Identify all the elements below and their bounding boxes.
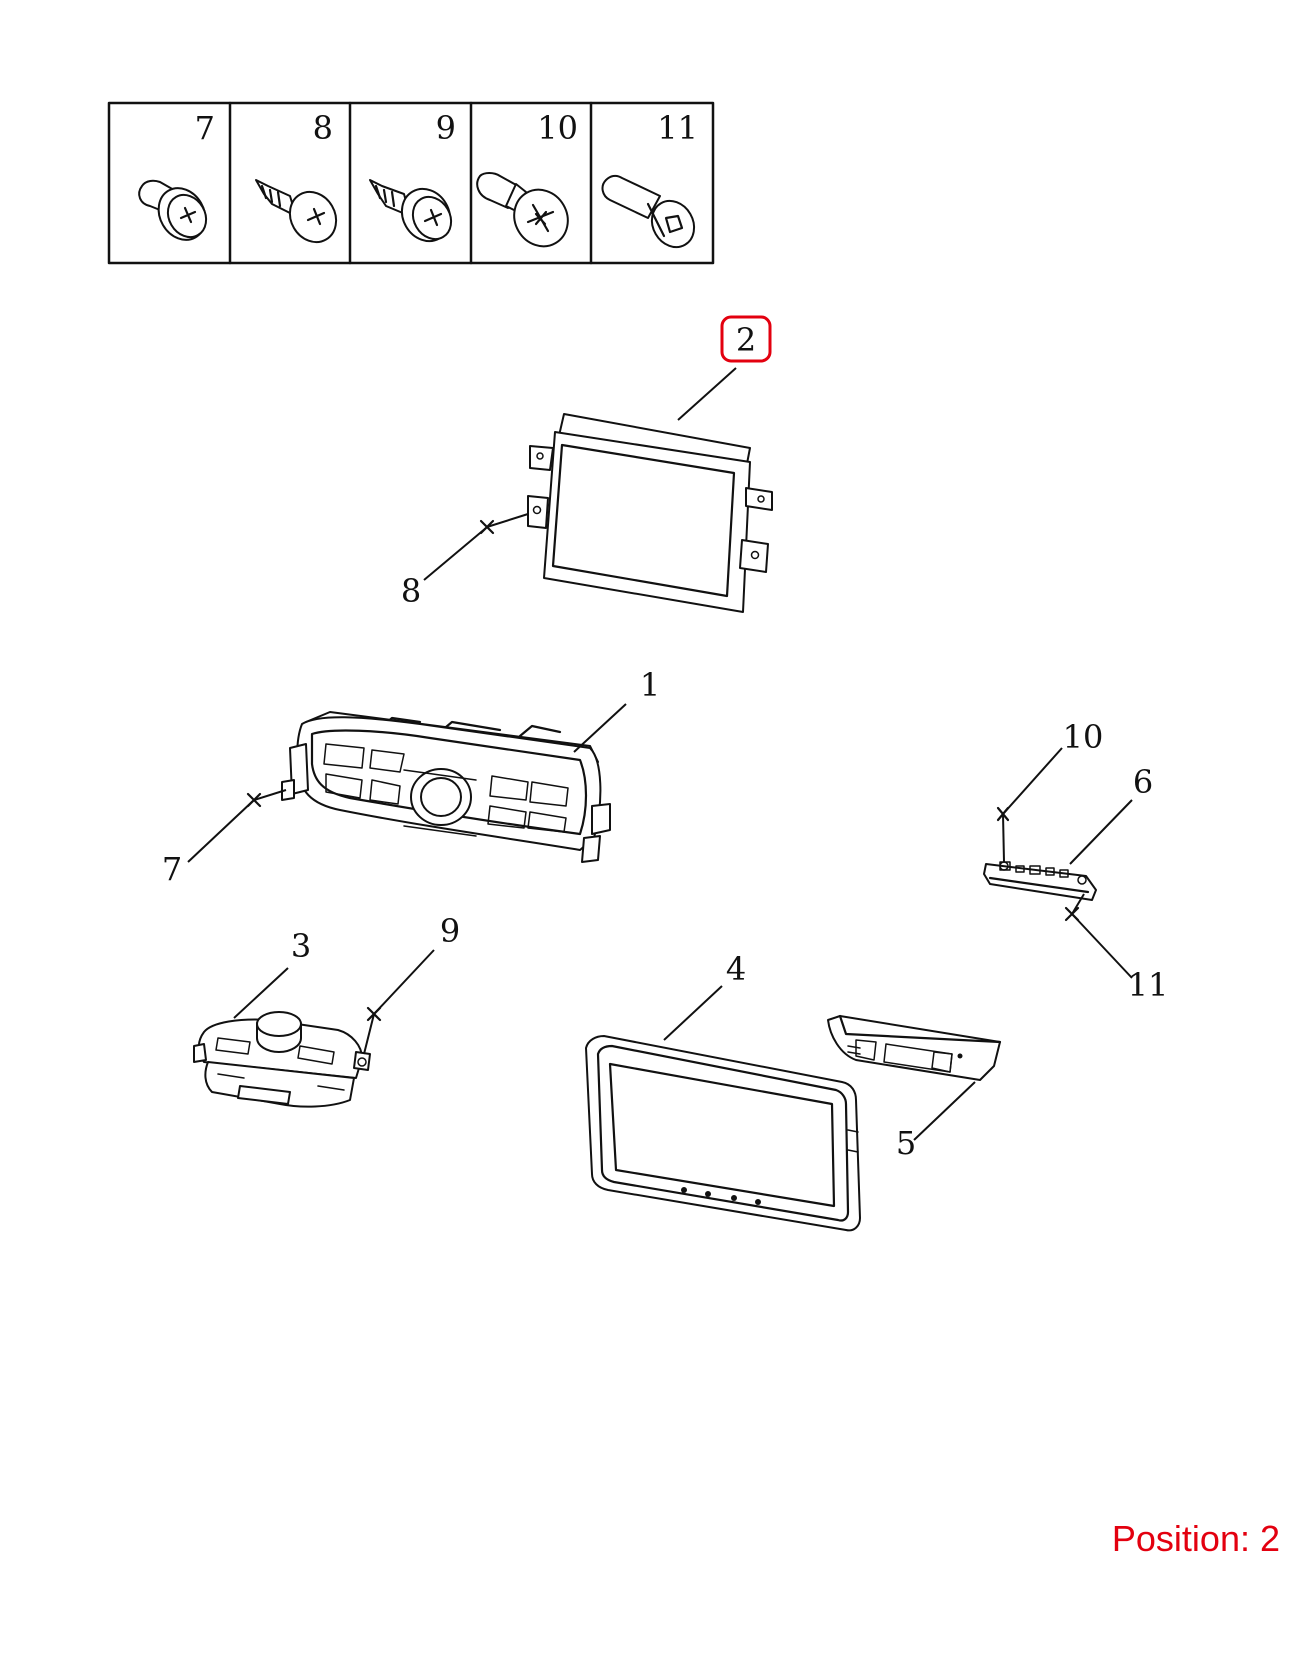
part-2-display-module [423, 367, 773, 613]
legend-number-10: 10 [537, 109, 578, 147]
callout-6[interactable]: 6 [1133, 763, 1153, 801]
pan-head-phillips-screw-with-washer-icon [138, 179, 208, 241]
leader-4 [663, 985, 723, 1041]
countersunk-flange-screw-icon [476, 172, 569, 248]
legend-number-11: 11 [657, 109, 698, 147]
legend-cell-11: 11 [601, 109, 698, 249]
callout-4[interactable]: 4 [726, 950, 746, 988]
callout-2-highlighted[interactable]: 2 [720, 315, 772, 363]
part-6-switch-strip [983, 747, 1133, 979]
leader-10 [1002, 747, 1063, 815]
leader-9 [373, 949, 435, 1015]
leader-6 [1069, 799, 1133, 865]
callout-11[interactable]: 11 [1128, 966, 1169, 1004]
legend-number-7: 7 [195, 109, 215, 147]
callout-2[interactable]: 2 [736, 321, 756, 359]
callout-10[interactable]: 10 [1063, 718, 1104, 756]
leader-2 [677, 367, 737, 421]
part-3-rotary-controller [193, 949, 435, 1108]
legend-cell-8: 8 [255, 109, 338, 244]
legend-cell-7: 7 [138, 109, 215, 241]
part-5-switch-module [827, 1014, 1002, 1141]
callout-8-top[interactable]: 8 [401, 572, 421, 610]
socket-head-cap-screw-icon [601, 174, 696, 249]
fastener-legend-table: 7 8 9 [107, 101, 715, 265]
leader-5 [913, 1081, 976, 1141]
callout-3[interactable]: 3 [291, 927, 311, 965]
callout-5[interactable]: 5 [896, 1124, 916, 1162]
self-tapping-pan-head-screw-icon [255, 179, 338, 244]
callout-7-left[interactable]: 7 [162, 850, 182, 888]
legend-number-8: 8 [313, 109, 333, 147]
leader-11 [1071, 913, 1133, 979]
leader-7-left [187, 799, 255, 863]
legend-cell-9: 9 [369, 109, 456, 243]
part-4-large-screen [585, 985, 861, 1232]
legend-number-9: 9 [436, 109, 456, 147]
self-tapping-screw-with-washer-icon [369, 179, 453, 243]
leader-1 [573, 703, 627, 753]
part-1-control-panel [187, 703, 627, 863]
leader-3 [233, 967, 289, 1019]
callout-1[interactable]: 1 [640, 666, 660, 704]
callout-9[interactable]: 9 [440, 912, 460, 950]
highlight-box [720, 315, 772, 363]
position-indicator: Position: 2 [1111, 1518, 1280, 1559]
legend-cell-10: 10 [476, 109, 578, 248]
leader-8-top [423, 527, 487, 581]
